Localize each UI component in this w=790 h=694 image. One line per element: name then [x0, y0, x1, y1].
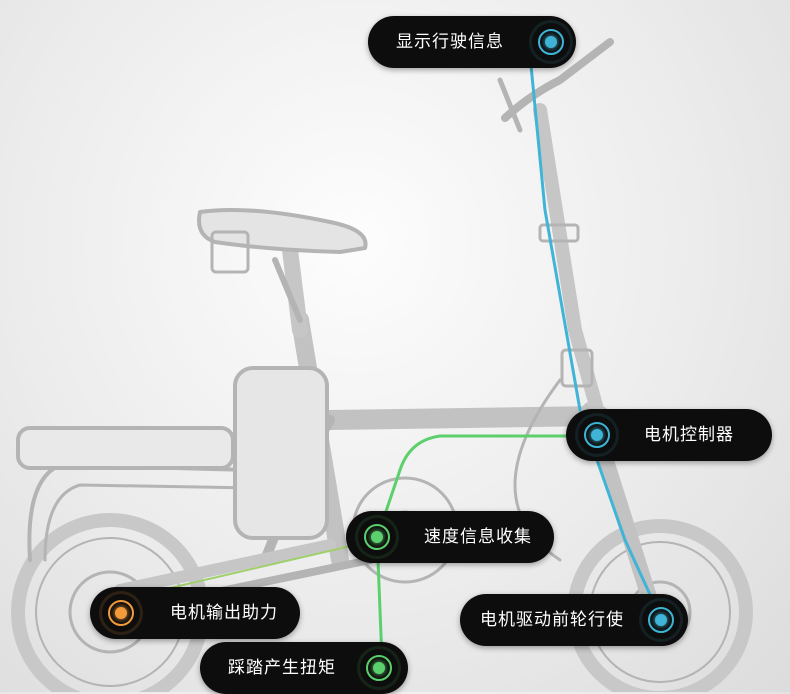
- callout-label: 电机输出助力: [170, 603, 278, 623]
- target-dot-icon: [360, 649, 398, 687]
- callout-label: 电机驱动前轮行使: [480, 610, 624, 630]
- handlebar-stem: [497, 38, 614, 427]
- callout-motor-controller[interactable]: 电机控制器: [566, 409, 772, 461]
- target-dot-icon: [642, 601, 680, 639]
- callout-label: 显示行驶信息: [396, 32, 504, 52]
- callout-label: 踩踏产生扭矩: [228, 658, 336, 678]
- callout-front-wheel-drive[interactable]: 电机驱动前轮行使: [460, 594, 688, 646]
- callout-motor-assist[interactable]: 电机输出助力: [90, 587, 300, 639]
- callout-display-info[interactable]: 显示行驶信息: [368, 16, 576, 68]
- callout-label: 速度信息收集: [424, 527, 532, 547]
- target-dot-icon: [102, 594, 140, 632]
- target-dot-icon: [578, 416, 616, 454]
- signal-lines: [139, 53, 660, 662]
- battery-pack: [233, 366, 329, 540]
- callout-label: 电机控制器: [644, 425, 734, 445]
- target-dot-icon: [532, 23, 570, 61]
- callout-pedal-torque[interactable]: 踩踏产生扭矩: [200, 642, 408, 694]
- callout-speed-collection[interactable]: 速度信息收集: [346, 511, 554, 563]
- saddle: [197, 208, 368, 338]
- target-dot-icon: [358, 518, 396, 556]
